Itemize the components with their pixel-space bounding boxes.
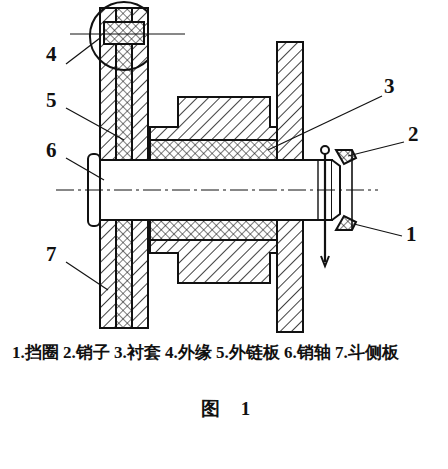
retaining-ring-lower [336,216,356,230]
leader-line [66,262,108,290]
roller-upper [150,97,277,140]
roller-lower [150,240,277,283]
leader-line [348,142,404,156]
cotter-pin-end [321,256,329,266]
leader-line [66,158,104,180]
outer-rim-circle [90,2,148,70]
callout-number: 3 [384,76,395,97]
retaining-ring-upper [336,150,356,164]
callout-number: 1 [406,224,417,245]
section-drawing [88,2,356,332]
figure-number: 图 1 [201,396,258,422]
cotter-pin [324,146,326,262]
callout-number: 2 [408,124,419,145]
cotter-pin-eye [321,146,329,154]
bushing-upper [150,140,277,160]
rivet [104,22,144,44]
leader-lines [66,38,404,290]
bushing-lower [150,220,277,240]
callout-number: 7 [46,244,57,265]
leader-line [66,38,100,64]
center-line [56,190,378,191]
leader-line [354,224,402,236]
leader-line [268,96,382,150]
figure-caption: 1.挡圈 2.销子 3.衬套 4.外缘 5.外链板 6.销轴 7.斗侧板 [12,340,436,365]
leader-line [66,108,124,140]
callout-number: 4 [46,44,57,65]
rivet-center-line [70,34,185,35]
callout-number: 6 [46,140,57,161]
callout-number: 5 [46,90,57,111]
